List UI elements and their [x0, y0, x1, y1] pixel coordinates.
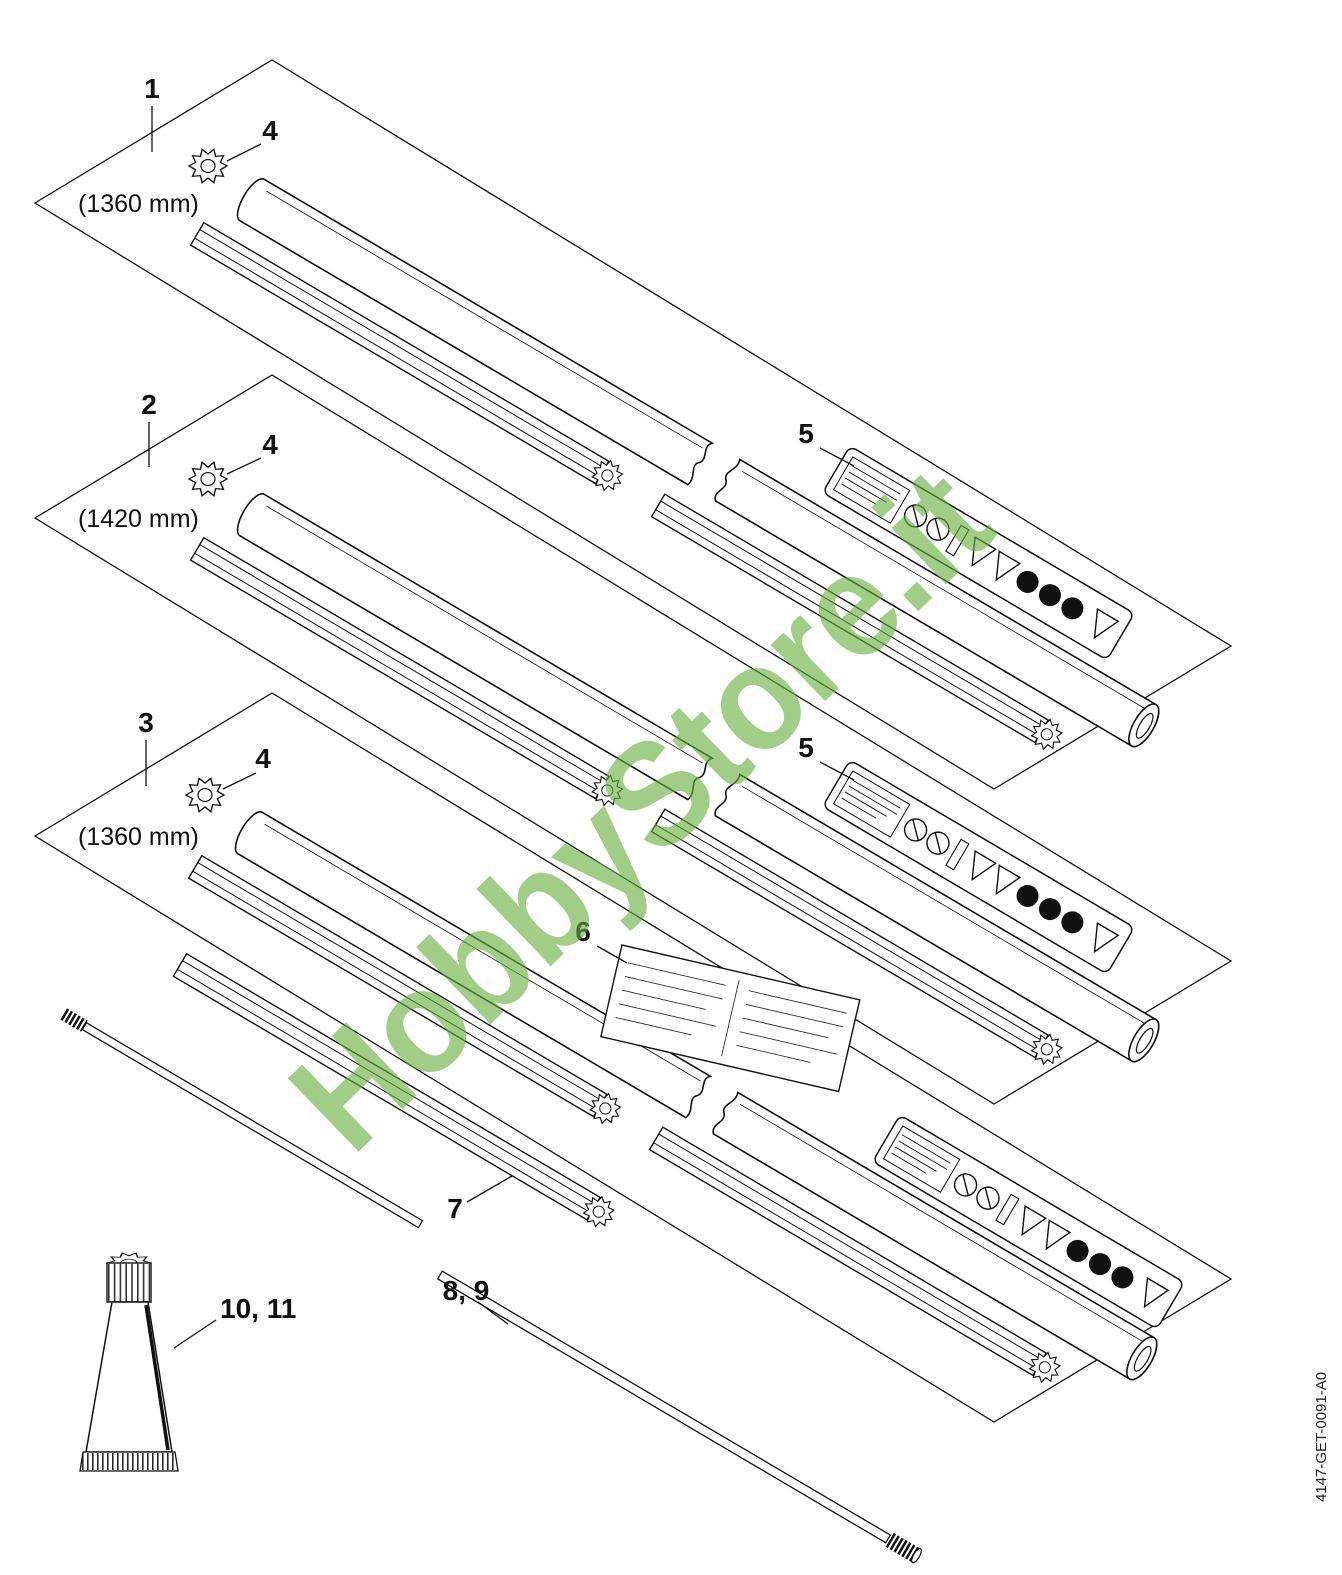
- length-label-2: (1420 mm): [78, 505, 199, 533]
- part-label-1: 1: [144, 73, 160, 104]
- panel-3-outline: [33, 692, 1233, 1423]
- leader-line-6: [596, 945, 628, 964]
- part-label-3: 3: [138, 707, 154, 738]
- document-code: 4147-GET-0091-A0: [1313, 1372, 1330, 1502]
- part-label-2: 2: [141, 389, 157, 420]
- leader-line-4c: [222, 772, 257, 790]
- part-label-4c: 4: [255, 743, 271, 774]
- part-label-10-11: 10, 11: [220, 1293, 296, 1324]
- liner-tube: [172, 952, 620, 1233]
- flexible-shaft-lower: [436, 1270, 922, 1564]
- leader-line-4b: [226, 457, 262, 475]
- part-label-5a: 5: [798, 418, 814, 449]
- grease-tube: [79, 1252, 179, 1472]
- splined-washer-icon-3: [185, 777, 225, 813]
- leader-line-10-11: [173, 1319, 217, 1349]
- leader-line-8-9: [477, 1301, 509, 1325]
- instruction-leaflet: [600, 944, 861, 1093]
- part-label-6: 6: [575, 916, 591, 947]
- leader-line-4a: [226, 143, 262, 162]
- length-label-3: (1360 mm): [78, 823, 199, 851]
- splined-washer-icon-2: [188, 461, 228, 497]
- flexible-shaft-upper: [60, 1008, 424, 1229]
- part-label-4a: 4: [262, 115, 278, 146]
- splined-washer-icon-1: [188, 148, 228, 184]
- part-label-7: 7: [447, 1193, 463, 1224]
- panel-2-outline: [33, 374, 1233, 1105]
- length-label-1: (1360 mm): [78, 190, 199, 218]
- leader-line-7: [466, 1175, 513, 1203]
- leader-line-5b: [819, 761, 855, 781]
- part-label-5b: 5: [798, 732, 814, 763]
- part-label-4b: 4: [262, 429, 278, 460]
- leader-lines: [145, 106, 855, 1349]
- leader-line-5a: [819, 447, 855, 467]
- part-label-8-9: 8, 9: [443, 1275, 490, 1306]
- panel-1-outline: [33, 59, 1233, 790]
